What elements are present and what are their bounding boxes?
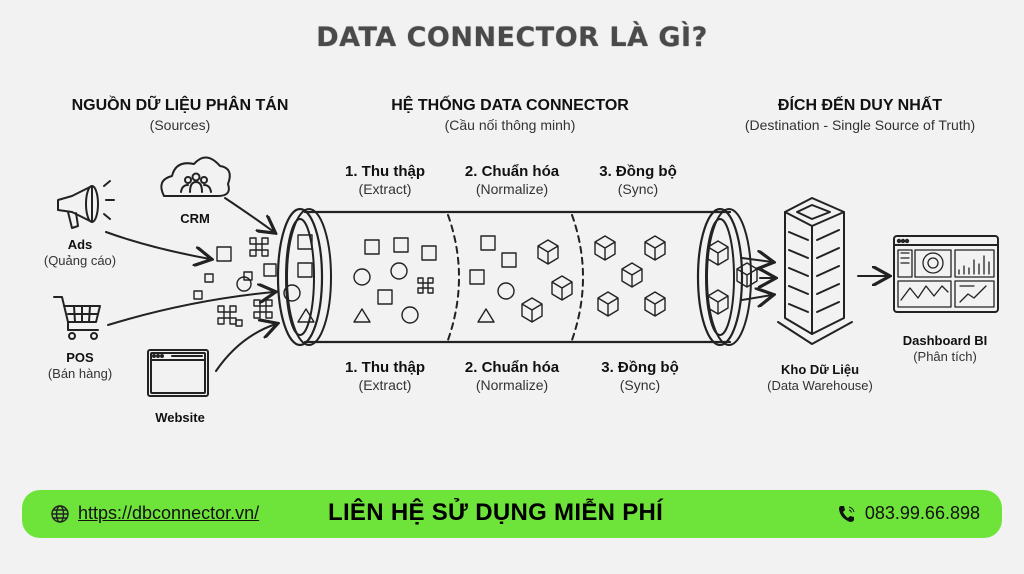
- source-sub: (Bán hàng): [47, 366, 113, 381]
- destination-sub: (Data Warehouse): [767, 378, 873, 393]
- step-extract-bottom: 1. Thu thập (Extract): [325, 359, 445, 393]
- destination-name: Dashboard BI: [902, 333, 988, 348]
- step-sub: (Normalize): [475, 377, 549, 393]
- step-normalize-bottom: 2. Chuẩn hóa (Normalize): [452, 359, 572, 393]
- connector-subheading: (Cầu nối thông minh): [444, 117, 576, 133]
- source-ads: Ads (Quảng cáo): [30, 237, 130, 268]
- arrow-pos: [107, 292, 274, 326]
- website-link-group[interactable]: https://dbconnector.vn/: [50, 503, 259, 524]
- free-trial-cta[interactable]: LIÊN HỆ SỬ DỤNG MIỄN PHÍ: [328, 499, 664, 526]
- sources-subheading: (Sources): [149, 117, 211, 133]
- source-website: Website: [140, 410, 220, 425]
- step-sub: (Normalize): [475, 181, 549, 197]
- step-name: 1. Thu thập: [345, 359, 425, 376]
- destination-subheading: (Destination - Single Source of Truth): [744, 117, 976, 133]
- step-sub: (Sync): [617, 181, 659, 197]
- source-crm: CRM: [160, 211, 230, 226]
- step-normalize-top: 2. Chuẩn hóa (Normalize): [452, 163, 572, 197]
- destination-heading: ĐÍCH ĐẾN DUY NHẤT: [777, 97, 943, 114]
- sources-column-header: NGUỒN DỮ LIỆU PHÂN TÁN (Sources): [20, 97, 340, 133]
- dashboard-icon: [893, 235, 999, 313]
- connector-column-header: HỆ THỐNG DATA CONNECTOR (Cầu nối thông m…: [350, 97, 670, 133]
- megaphone-icon: [57, 180, 115, 229]
- browser-window-icon: [147, 349, 209, 397]
- contact-banner: https://dbconnector.vn/ LIÊN HỆ SỬ DỤNG …: [22, 490, 1002, 538]
- globe-icon: [51, 504, 69, 523]
- destination-warehouse: Kho Dữ Liệu (Data Warehouse): [750, 362, 890, 393]
- step-sync-top: 3. Đồng bộ (Sync): [578, 163, 698, 197]
- phone-icon: [838, 505, 855, 522]
- step-extract-top: 1. Thu thập (Extract): [325, 163, 445, 197]
- destination-name: Kho Dữ Liệu: [780, 362, 860, 377]
- sources-heading: NGUỒN DỮ LIỆU PHÂN TÁN: [71, 97, 289, 114]
- step-name: 3. Đồng bộ: [601, 359, 679, 376]
- step-name: 2. Chuẩn hóa: [464, 163, 560, 180]
- destination-column-header: ĐÍCH ĐẾN DUY NHẤT (Destination - Single …: [700, 97, 1020, 133]
- source-sub: (Quảng cáo): [43, 253, 117, 268]
- arrow-crm: [224, 197, 274, 232]
- source-name: Website: [155, 410, 205, 425]
- step-sub: (Sync): [619, 377, 661, 393]
- destination-sub: (Phân tích): [913, 349, 977, 364]
- shopping-cart-icon: [53, 296, 101, 340]
- source-pos: POS (Bán hàng): [30, 350, 130, 381]
- website-link[interactable]: https://dbconnector.vn/: [78, 503, 260, 523]
- phone-number: 083.99.66.898: [864, 503, 980, 523]
- source-name: CRM: [180, 211, 210, 226]
- arrow-website: [215, 324, 276, 372]
- step-name: 2. Chuẩn hóa: [464, 359, 560, 376]
- connector-heading: HỆ THỐNG DATA CONNECTOR: [391, 97, 629, 114]
- page-title: DATA CONNECTOR LÀ GÌ?: [316, 22, 708, 53]
- step-name: 3. Đồng bộ: [599, 163, 677, 180]
- server-tower-icon: [777, 197, 853, 345]
- step-sub: (Extract): [358, 377, 412, 393]
- normalized-cubes: [521, 235, 758, 323]
- source-name: POS: [66, 350, 94, 365]
- step-name: 1. Thu thập: [345, 163, 425, 180]
- cloud-users-icon: [160, 156, 231, 197]
- scattered-data-shapes: [193, 237, 277, 327]
- source-name: Ads: [67, 237, 93, 252]
- step-sync-bottom: 3. Đồng bộ (Sync): [580, 359, 700, 393]
- step-sub: (Extract): [358, 181, 412, 197]
- pipe-icon: [276, 207, 752, 347]
- raw-data-shapes: [283, 234, 517, 324]
- phone-group[interactable]: 083.99.66.898: [837, 503, 980, 524]
- destination-dashboard: Dashboard BI (Phân tích): [885, 333, 1005, 364]
